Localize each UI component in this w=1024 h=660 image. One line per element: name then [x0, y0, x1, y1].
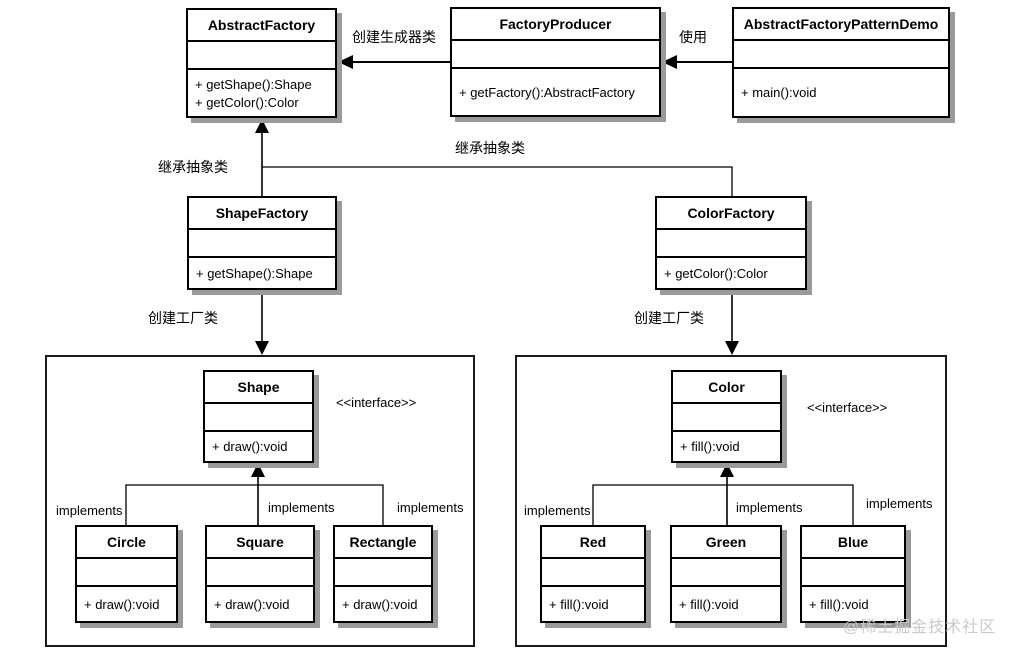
methods-section: + main():void [734, 69, 948, 116]
methods-section: + draw():void [205, 432, 312, 461]
class-name: Color [673, 372, 780, 404]
class-colorfactory: ColorFactory + getColor():Color [655, 196, 807, 290]
method: + getColor():Color [195, 94, 299, 110]
method: + getShape():Shape [195, 76, 312, 92]
attributes-section [542, 559, 644, 587]
method: + getShape():Shape [196, 265, 313, 281]
interface-shape: Shape + draw():void [203, 370, 314, 463]
method: + draw():void [342, 596, 418, 612]
method: + main():void [741, 85, 817, 100]
methods-section: + getShape():Shape + getColor():Color [188, 70, 335, 116]
class-name: Red [542, 527, 644, 559]
class-blue: Blue + fill():void [800, 525, 906, 623]
attributes-section [672, 559, 780, 587]
edge-inherit-right [262, 166, 733, 196]
arrowhead-up-icon [255, 119, 269, 133]
attributes-section [657, 230, 805, 258]
method: + draw():void [212, 439, 288, 454]
method: + getFactory():AbstractFactory [459, 84, 635, 100]
class-green: Green + fill():void [670, 525, 782, 623]
implements-label-green: implements [736, 500, 803, 515]
implements-label-rectangle: implements [397, 500, 464, 515]
method: + draw():void [214, 596, 290, 612]
class-shapefactory: ShapeFactory + getShape():Shape [187, 196, 337, 290]
method: + getColor():Color [664, 265, 768, 281]
class-name: ColorFactory [657, 198, 805, 230]
stereotype-interface-shape: <<interface>> [336, 395, 417, 410]
attributes-section [205, 404, 312, 432]
edge-label-create-factory-left: 创建工厂类 [148, 310, 218, 326]
arrowhead-left-icon [338, 55, 353, 69]
implements-label-circle: implements [56, 503, 123, 518]
class-square: Square + draw():void [205, 525, 315, 623]
class-name: Square [207, 527, 313, 559]
method: + fill():void [680, 439, 740, 454]
methods-section: + fill():void [673, 432, 780, 461]
edge-label-inherit-left: 继承抽象类 [158, 159, 228, 175]
class-name: Rectangle [335, 527, 431, 559]
class-abstractfactorypatterndemo: AbstractFactoryPatternDemo + main():void [732, 7, 950, 118]
class-name: AbstractFactory [188, 10, 335, 42]
class-name: Green [672, 527, 780, 559]
methods-section: + fill():void [542, 587, 644, 621]
arrowhead-down-icon [725, 341, 739, 355]
class-name: Shape [205, 372, 312, 404]
attributes-section [77, 559, 176, 587]
attributes-section [335, 559, 431, 587]
methods-section: + draw():void [207, 587, 313, 621]
attributes-section [207, 559, 313, 587]
implements-label-square: implements [268, 500, 335, 515]
method: + fill():void [679, 596, 739, 612]
attributes-section [189, 230, 335, 258]
arrowhead-left-icon [662, 55, 677, 69]
attributes-section [802, 559, 904, 587]
edge-label-use: 使用 [679, 29, 707, 45]
methods-section: + getFactory():AbstractFactory [452, 69, 659, 115]
watermark-text: @稀土掘金技术社区 [843, 619, 997, 636]
methods-section: + fill():void [672, 587, 780, 621]
class-name: FactoryProducer [452, 9, 659, 41]
class-name: ShapeFactory [189, 198, 335, 230]
implements-label-red: implements [524, 503, 591, 518]
class-name: Circle [77, 527, 176, 559]
class-name: AbstractFactoryPatternDemo [734, 9, 948, 41]
methods-section: + draw():void [335, 587, 431, 621]
method: + draw():void [84, 596, 160, 612]
attributes-section [452, 41, 659, 69]
methods-section: + getShape():Shape [189, 258, 335, 288]
class-rectangle: Rectangle + draw():void [333, 525, 433, 623]
edge-label-create-producer: 创建生成器类 [352, 29, 436, 45]
color-package-container [515, 355, 947, 647]
interface-color: Color + fill():void [671, 370, 782, 463]
arrowhead-down-icon [255, 341, 269, 355]
class-name: Blue [802, 527, 904, 559]
method: + fill():void [549, 596, 609, 612]
class-circle: Circle + draw():void [75, 525, 178, 623]
edge-label-inherit-right: 继承抽象类 [455, 140, 525, 156]
implements-label-blue: implements [866, 496, 933, 511]
methods-section: + getColor():Color [657, 258, 805, 288]
class-factoryproducer: FactoryProducer + getFactory():AbstractF… [450, 7, 661, 117]
attributes-section [188, 42, 335, 70]
class-red: Red + fill():void [540, 525, 646, 623]
class-abstractfactory: AbstractFactory + getShape():Shape + get… [186, 8, 337, 118]
attributes-section [734, 41, 948, 69]
shape-package-container [45, 355, 475, 647]
attributes-section [673, 404, 780, 432]
methods-section: + draw():void [77, 587, 176, 621]
edge-label-create-factory-right: 创建工厂类 [634, 310, 704, 326]
method: + fill():void [809, 596, 869, 612]
methods-section: + fill():void [802, 587, 904, 621]
stereotype-interface-color: <<interface>> [807, 400, 888, 415]
